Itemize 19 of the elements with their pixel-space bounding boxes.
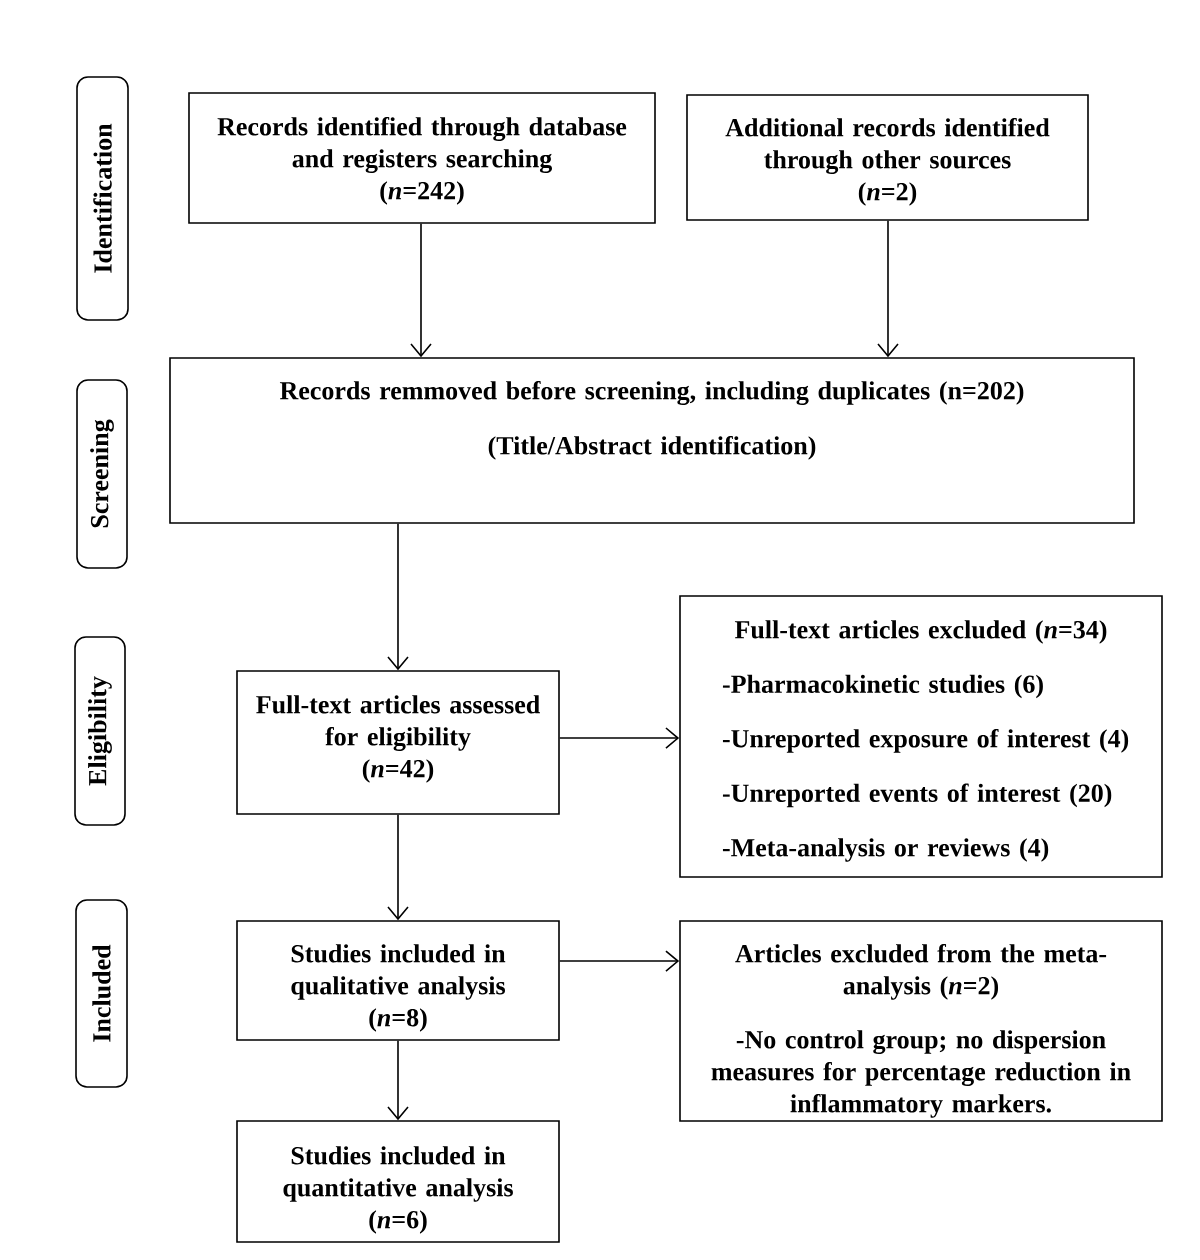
arrow — [387, 814, 409, 921]
phase-box: Screening — [76, 379, 128, 569]
process-box: Articles excluded from the meta-analysis (n=2) -No control group; no dispersion measures for percentage reduction in inflammatory markers. — [679, 920, 1163, 1122]
process-box: Studies included in quantitative analysis (n=6) — [236, 1120, 560, 1243]
arrow — [387, 1040, 409, 1121]
arrow — [877, 220, 899, 358]
process-box: Studies included in qualitative analysis (n=8) — [236, 920, 560, 1041]
phase-box: Identification — [76, 76, 129, 321]
arrow — [410, 223, 432, 358]
process-box: Records identified through database and registers searching (n=242) — [188, 92, 656, 224]
process-box: Additional records identified through other sources (n=2) — [686, 94, 1089, 221]
arrow — [387, 523, 409, 671]
arrow — [559, 727, 680, 749]
phase-box: Eligibility — [74, 636, 126, 826]
arrow — [559, 950, 680, 972]
process-box: Full-text articles excluded (n=34) -Pharmacokinetic studies (6) -Unreported exposure of interest (4) -Unreported events of interest (20) -Meta-analysis or reviews (4) — [679, 595, 1163, 878]
process-box: Full-text articles assessed for eligibility (n=42) — [236, 670, 560, 815]
phase-box: Included — [75, 899, 128, 1088]
process-box: Records remmoved before screening, including duplicates (n=202) (Title/Abstract identification) — [169, 357, 1135, 524]
